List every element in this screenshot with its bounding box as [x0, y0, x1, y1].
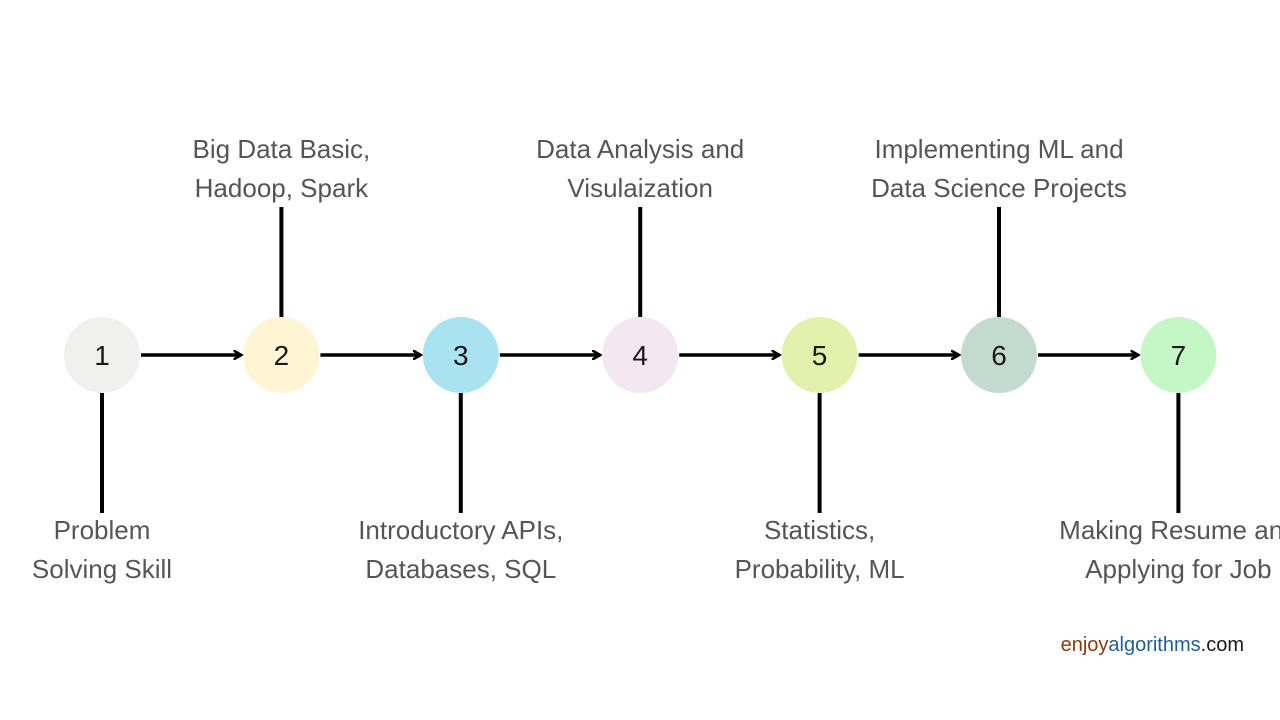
step-label-line: Hadoop, Spark — [194, 173, 369, 203]
step-number-2: 2 — [274, 340, 290, 371]
step-number-5: 5 — [812, 340, 828, 371]
step-label-line: Data Science Projects — [871, 173, 1127, 203]
step-number-7: 7 — [1171, 340, 1187, 371]
step-circle-4 — [602, 317, 679, 393]
step-circle-6 — [961, 317, 1037, 393]
step-circle-7 — [1140, 317, 1217, 393]
step-label-line: Implementing ML and — [874, 134, 1124, 164]
step-number-1: 1 — [94, 340, 110, 371]
brand-logo: enjoyalgorithms.com — [1061, 634, 1244, 657]
step-label-line: Databases, SQL — [365, 554, 557, 584]
step-circle-3 — [422, 317, 499, 393]
step-label-5: Statistics, Probability, ML — [670, 511, 970, 589]
step-number-3: 3 — [453, 340, 469, 371]
connector-lines — [100, 207, 1181, 513]
step-circle-2 — [243, 317, 320, 393]
step-label-line: Data Analysis and — [536, 134, 745, 164]
step-label-line: Big Data Basic, — [192, 134, 371, 164]
step-label-line: Statistics, — [763, 515, 876, 545]
brand-part-algorithms: algorithms — [1108, 634, 1201, 656]
step-label-2: Big Data Basic, Hadoop, Spark — [131, 130, 431, 208]
brand-part-enjoy: enjoy — [1060, 634, 1109, 656]
step-nodes: 1 2 3 4 5 6 7 — [64, 317, 1217, 393]
brand-part-domain: .com — [1200, 634, 1244, 656]
step-label-line: Probability, ML — [734, 554, 905, 584]
step-label-line: Visulaization — [567, 173, 713, 203]
step-circle-1 — [64, 317, 140, 393]
step-label-3: Introductory APIs, Databases, SQL — [311, 511, 611, 589]
step-label-line: Problem — [53, 515, 151, 545]
step-label-line: Applying for Job — [1085, 554, 1272, 584]
step-label-line: Solving Skill — [31, 554, 173, 584]
step-circle-5 — [781, 317, 858, 393]
step-number-6: 6 — [991, 340, 1007, 371]
step-label-line: Introductory APIs, — [358, 515, 564, 545]
step-number-4: 4 — [632, 340, 648, 371]
step-label-line: Making Resume and — [1059, 515, 1280, 545]
